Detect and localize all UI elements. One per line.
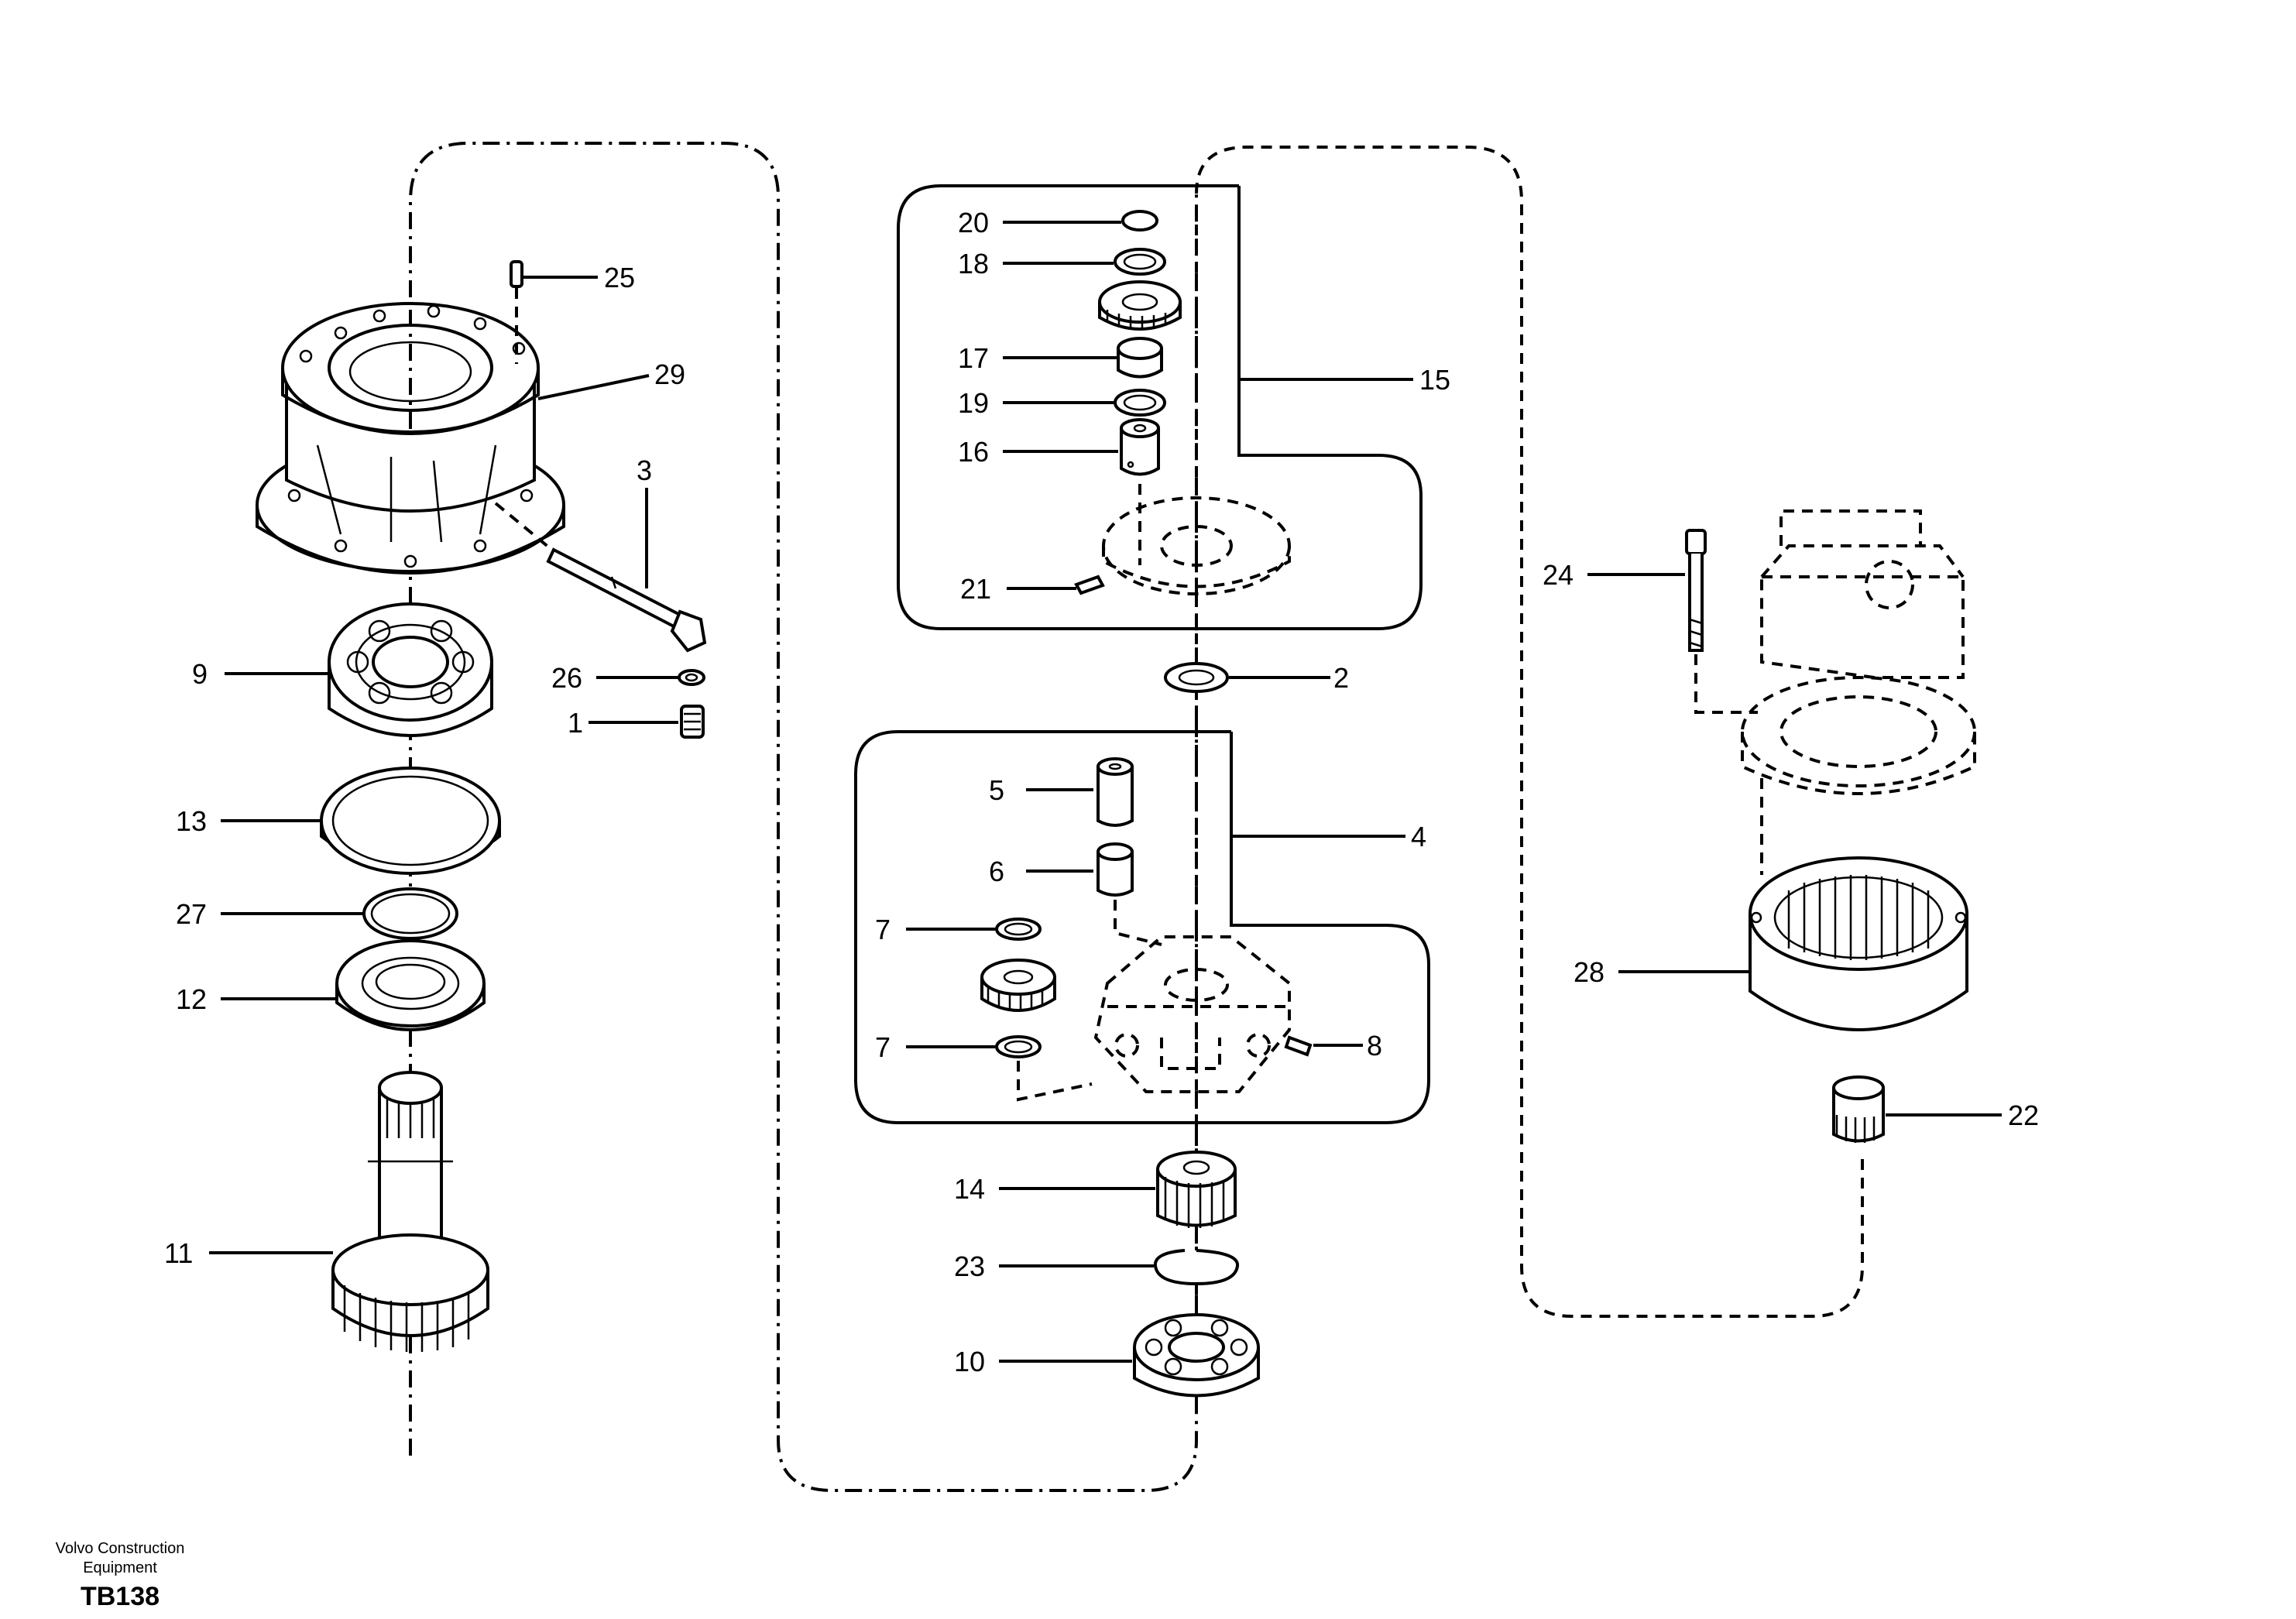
label-23: 23 — [954, 1250, 985, 1282]
label-1: 1 — [568, 707, 583, 739]
bushing-6 — [1097, 842, 1162, 946]
bolt-24 — [1685, 529, 1758, 714]
callout-29: 29 — [537, 358, 685, 400]
label-9: 9 — [192, 658, 208, 690]
label-13: 13 — [176, 805, 207, 837]
carrier-4-outline — [854, 730, 1430, 1124]
label-6: 6 — [989, 856, 1004, 887]
label-12: 12 — [176, 983, 207, 1015]
washer-19 — [1114, 389, 1166, 417]
label-5: 5 — [989, 774, 1004, 806]
callout-5: 5 — [989, 774, 1093, 806]
planet-pin-16 — [1120, 418, 1160, 476]
label-19: 19 — [958, 387, 989, 419]
washer-18 — [1114, 248, 1166, 276]
carrier-plate-upper — [1102, 484, 1291, 595]
pinion-shaft-11 — [331, 1071, 489, 1352]
seal-ring-13 — [320, 767, 501, 875]
thrust-washer-7-top — [995, 918, 1042, 941]
callout-12: 12 — [176, 983, 337, 1015]
callout-9: 9 — [192, 658, 329, 690]
ring-gear-28 — [1749, 856, 1968, 1031]
callout-8: 8 — [1313, 1030, 1382, 1062]
label-7-bottom: 7 — [875, 1031, 891, 1063]
planet-pin-5 — [1097, 757, 1134, 827]
washer-26 — [678, 669, 705, 686]
label-24: 24 — [1543, 559, 1574, 591]
label-3: 3 — [637, 454, 652, 486]
callout-28: 28 — [1574, 956, 1749, 988]
label-15: 15 — [1419, 364, 1450, 396]
bearing-10 — [1133, 1313, 1260, 1398]
thrust-washer-7-bottom — [995, 1035, 1093, 1102]
label-16: 16 — [958, 436, 989, 468]
label-7-top: 7 — [875, 914, 891, 945]
callout-26: 26 — [551, 662, 678, 694]
oil-seal-12 — [335, 939, 486, 1031]
swing-motor-dashed — [1741, 509, 1976, 875]
planet-gear-lower — [980, 959, 1056, 1012]
callout-13: 13 — [176, 805, 321, 837]
footer-company-name: Volvo Construction Equipment — [55, 1540, 185, 1576]
label-27: 27 — [176, 898, 207, 930]
planet-gear-upper — [1098, 280, 1182, 331]
callout-27: 27 — [176, 898, 364, 930]
label-8: 8 — [1367, 1030, 1382, 1062]
sun-gear-14 — [1156, 1151, 1237, 1228]
label-25: 25 — [604, 262, 635, 293]
label-18: 18 — [958, 248, 989, 280]
pin-8 — [1284, 1035, 1313, 1057]
callout-14: 14 — [954, 1173, 1155, 1205]
callout-10: 10 — [954, 1346, 1132, 1377]
o-ring-27 — [362, 887, 458, 940]
planet-carrier-lower — [1093, 935, 1291, 1093]
callout-24: 24 — [1543, 559, 1685, 591]
label-14: 14 — [954, 1173, 985, 1205]
drain-pipe-3 — [494, 502, 707, 653]
pin-21 — [1074, 575, 1105, 595]
label-29: 29 — [654, 358, 685, 390]
snap-ring-23 — [1153, 1249, 1239, 1286]
callout-25: 25 — [523, 262, 635, 293]
label-11: 11 — [164, 1237, 193, 1269]
callout-16: 16 — [958, 436, 1118, 468]
footer-drawing-code: TB138 — [80, 1582, 160, 1611]
label-28: 28 — [1574, 956, 1604, 988]
callout-7-top: 7 — [875, 914, 995, 945]
label-20: 20 — [958, 207, 989, 238]
callout-21: 21 — [960, 573, 1076, 605]
bearing-9 — [328, 602, 493, 737]
label-26: 26 — [551, 662, 582, 694]
label-4: 4 — [1411, 821, 1426, 852]
snap-ring-20 — [1121, 210, 1158, 232]
label-17: 17 — [958, 342, 989, 374]
callout-20: 20 — [958, 207, 1121, 238]
callout-11: 11 — [164, 1237, 333, 1269]
pin-25 — [510, 260, 523, 364]
callout-3: 3 — [637, 454, 652, 588]
callout-22: 22 — [1886, 1099, 2039, 1131]
callout-18: 18 — [958, 248, 1114, 280]
callout-23: 23 — [954, 1250, 1154, 1282]
callout-4: 4 — [1231, 821, 1426, 852]
plug-1 — [680, 705, 705, 739]
callout-19: 19 — [958, 387, 1114, 419]
carrier-15-outline — [897, 184, 1423, 630]
callout-1: 1 — [568, 707, 678, 739]
callout-2: 2 — [1229, 662, 1349, 694]
callout-15: 15 — [1239, 364, 1450, 396]
ring-gear-housing-29 — [256, 302, 565, 575]
callout-7-bottom: 7 — [875, 1031, 995, 1063]
callout-17: 17 — [958, 342, 1117, 374]
right-assembly-dashed-outline — [1195, 146, 1864, 1318]
label-2: 2 — [1333, 662, 1349, 694]
label-10: 10 — [954, 1346, 985, 1377]
gear-22 — [1832, 1075, 1885, 1143]
label-22: 22 — [2008, 1099, 2039, 1131]
thrust-washer-2 — [1164, 662, 1229, 693]
needle-bearing-17 — [1117, 337, 1163, 379]
callout-6: 6 — [989, 856, 1093, 887]
label-21: 21 — [960, 573, 991, 605]
